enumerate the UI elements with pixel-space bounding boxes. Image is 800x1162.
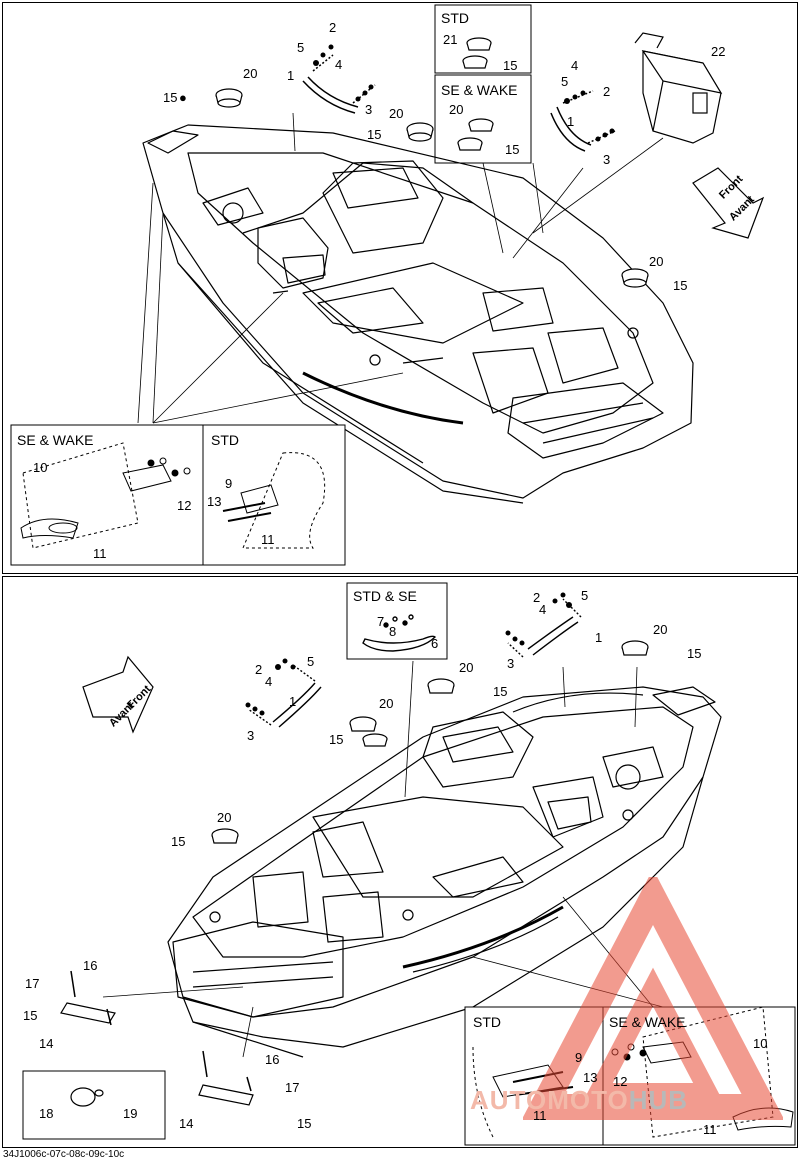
callout-10: 10 — [753, 1036, 768, 1051]
callout-17: 17 — [285, 1080, 300, 1095]
callout-15: 15 — [329, 732, 344, 747]
callout-11: 11 — [261, 532, 275, 547]
callout-4: 4 — [571, 58, 579, 73]
callout-15: 15 — [505, 142, 520, 157]
callout-20: 20 — [217, 810, 232, 825]
callout-9: 9 — [575, 1050, 583, 1065]
callout-15: 15 — [493, 684, 508, 699]
callout-1: 1 — [567, 114, 575, 129]
callout-3: 3 — [365, 102, 373, 117]
callout-15: 15 — [297, 1116, 312, 1131]
callout-21: 21 — [443, 32, 458, 47]
callout-15: 15 — [23, 1008, 38, 1023]
callout-11: 11 — [533, 1108, 547, 1123]
callout-20: 20 — [459, 660, 474, 675]
inset-std-title: STD — [473, 1014, 501, 1030]
callout-20: 20 — [449, 102, 464, 117]
callout-15: 15 — [163, 90, 178, 105]
callout-4: 4 — [539, 602, 547, 617]
std-box-title: STD — [441, 10, 469, 26]
callout-13: 13 — [583, 1070, 598, 1085]
se-wake-box-title: SE & WAKE — [441, 82, 518, 98]
callout-6: 6 — [431, 636, 439, 651]
callout-20: 20 — [389, 106, 404, 121]
top-diagram-panel: 2 5 4 1 3 20 15 20 15 STD 21 15 SE & WAK… — [2, 2, 798, 574]
callout-14: 14 — [179, 1116, 194, 1131]
callout-18: 18 — [39, 1106, 54, 1121]
callout-13: 13 — [207, 494, 222, 509]
callout-2: 2 — [603, 84, 611, 99]
callout-17: 17 — [25, 976, 40, 991]
callout-1: 1 — [287, 68, 295, 83]
callout-16: 16 — [83, 958, 98, 973]
callout-4: 4 — [335, 57, 343, 72]
callout-22: 22 — [711, 44, 726, 59]
callout-15: 15 — [171, 834, 186, 849]
inset-se-wake-title: SE & WAKE — [609, 1014, 686, 1030]
inset-std-title: STD — [211, 432, 239, 448]
callout-11: 11 — [93, 546, 107, 561]
callout-4: 4 — [265, 674, 273, 689]
figure-code: 34J1006c-07c-08c-09c-10c — [3, 1149, 125, 1160]
watermark-text: AUTOMOTOHUB — [470, 1085, 688, 1116]
callout-3: 3 — [247, 728, 255, 743]
callout-19: 19 — [123, 1106, 138, 1121]
callout-10: 10 — [33, 460, 48, 475]
callout-5: 5 — [297, 40, 305, 55]
callout-14: 14 — [39, 1036, 54, 1051]
callout-20: 20 — [379, 696, 394, 711]
callout-5: 5 — [307, 654, 315, 669]
callout-2: 2 — [329, 20, 337, 35]
callout-20: 20 — [243, 66, 258, 81]
callout-15: 15 — [367, 127, 382, 142]
callout-3: 3 — [507, 656, 515, 671]
callout-1: 1 — [595, 630, 603, 645]
callout-8: 8 — [389, 624, 397, 639]
callout-5: 5 — [581, 588, 589, 603]
top-boat-drawing — [10, 4, 765, 566]
watermark-text-a: AUTOMOTO — [470, 1085, 629, 1115]
automotohub-logo — [523, 877, 783, 1120]
callout-16: 16 — [265, 1052, 280, 1067]
callout-2: 2 — [255, 662, 263, 677]
watermark-text-b: HUB — [628, 1085, 689, 1115]
callout-9: 9 — [225, 476, 233, 491]
callout-15: 15 — [673, 278, 688, 293]
callout-7: 7 — [377, 614, 385, 629]
std-se-box-title: STD & SE — [353, 588, 417, 604]
bottom-diagram-panel: STD & SE 7 8 6 2 4 5 1 3 20 15 2 4 5 1 3… — [2, 576, 798, 1148]
callout-11: 11 — [703, 1122, 717, 1137]
inset-se-wake-title: SE & WAKE — [17, 432, 94, 448]
callout-20: 20 — [653, 622, 668, 637]
callout-12: 12 — [177, 498, 192, 513]
callout-3: 3 — [603, 152, 611, 167]
callout-15: 15 — [687, 646, 702, 661]
callout-20: 20 — [649, 254, 664, 269]
callout-1: 1 — [289, 694, 297, 709]
callout-15: 15 — [503, 58, 518, 73]
callout-5: 5 — [561, 74, 569, 89]
callout-2: 2 — [533, 590, 541, 605]
callout-12: 12 — [613, 1074, 628, 1089]
drop-icon: ● — [179, 90, 187, 105]
